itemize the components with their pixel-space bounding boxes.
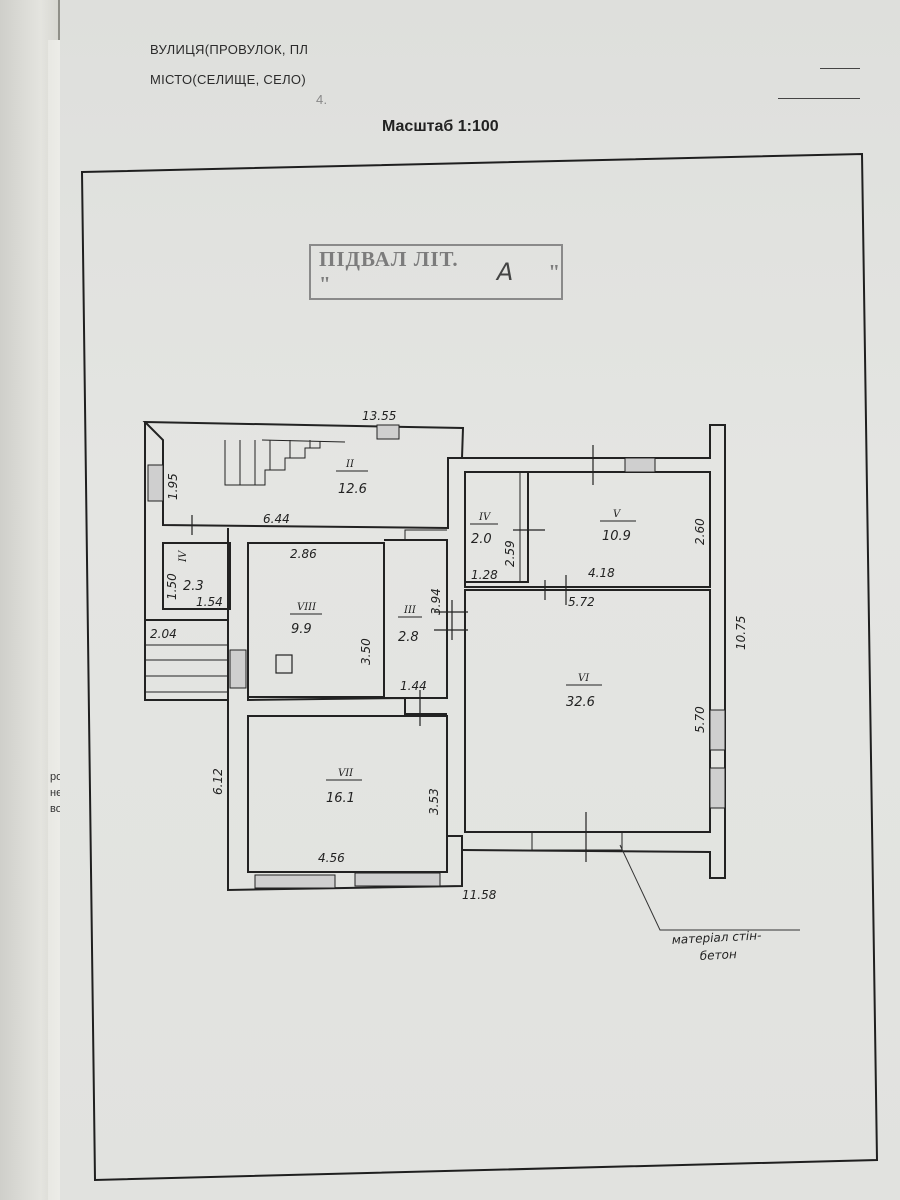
document-sheet (60, 0, 900, 1200)
dim-room6-h: 5.70 (693, 706, 707, 733)
dim-room2-w: 6.44 (263, 512, 290, 526)
dim-room7-w: 4.56 (318, 851, 345, 865)
dim-room7-h: 3.53 (427, 788, 441, 815)
dim-bottom: 11.58 (462, 888, 497, 902)
blank-line-1 (820, 68, 860, 69)
stamp-letter: А (496, 258, 515, 286)
dim-top: 13.55 (362, 409, 396, 423)
stairs (224, 439, 346, 486)
room-v-num: V (613, 509, 622, 520)
stamp-prefix: ПІДВАЛ ЛІТ. " (319, 247, 459, 296)
room-vi-outline (464, 589, 711, 833)
room-vii-num: VII (338, 768, 354, 779)
dim-left: 6.12 (211, 768, 225, 795)
stair-steps (145, 644, 228, 693)
dim-room4-w: 1.54 (196, 595, 223, 609)
room-viii-num: VIII (297, 602, 317, 613)
blank-line-2 (778, 98, 860, 99)
room-v-area: 10.9 (602, 529, 631, 544)
door-marks (191, 445, 594, 862)
dim-room5-h: 2.60 (693, 518, 707, 545)
note-leader (619, 844, 800, 931)
dim-room3-h: 3.94 (429, 588, 443, 615)
walls (142, 420, 726, 892)
outer-bottom-left (227, 528, 463, 892)
room-iv-right-outline (465, 472, 529, 583)
outer-left-wall (144, 422, 228, 701)
dim-stair-w: 2.04 (150, 627, 177, 641)
right-top-rooms (464, 471, 711, 588)
room-iv-area: 2.3 (183, 579, 204, 594)
dim-room4-h: 1.50 (165, 573, 179, 600)
dim-room6-w: 5.72 (568, 595, 595, 609)
street-field-label: ВУЛИЦЯ(ПРОВУЛОК, ПЛ (150, 42, 309, 57)
stamp-suffix: " (548, 259, 561, 284)
house-number: 4. (316, 92, 328, 107)
room-iii-area: 2.8 (398, 630, 419, 645)
dim-roomivr-w: 1.28 (471, 568, 498, 582)
dim-room2-h: 1.95 (166, 473, 180, 500)
room-ii-num: II (345, 459, 355, 470)
room-vii-outline (247, 715, 448, 873)
basement-stamp: ПІДВАЛ ЛІТ. " А " (309, 244, 563, 300)
room-iv-right-area: 2.0 (471, 532, 492, 547)
room-labels: II 12.6 IV 2.3 VIII 9.9 III 2.8 IV 2.0 V… (178, 459, 636, 806)
room-ii-area: 12.6 (338, 482, 367, 497)
dim-room5-w: 4.18 (588, 566, 615, 580)
room-iv-right-num: IV (478, 512, 492, 523)
room-vi-num: VI (578, 673, 590, 684)
dim-room8-h: 3.50 (359, 638, 373, 665)
dim-room3-w: 1.44 (400, 679, 427, 693)
dim-roomivr-h: 2.59 (503, 540, 517, 567)
margin-text-2: не (50, 787, 63, 799)
stove-icon (275, 654, 293, 674)
wall-material-note-1: матеріал стін- (671, 928, 761, 947)
room-iv-outline (162, 542, 231, 610)
room-viii-area: 9.9 (291, 622, 312, 637)
margin-text-3: во (50, 803, 62, 815)
room-iii-top (404, 529, 447, 540)
dim-right: 10.75 (734, 616, 748, 650)
scale-title: Масштаб 1:100 (382, 118, 499, 135)
margin-text-1: ро (50, 771, 63, 783)
city-field-label: МІСТО(СЕЛИЩЕ, СЕЛО) (150, 72, 306, 87)
room-iii-outline (384, 539, 448, 699)
wall-material-note-2: бетон (699, 947, 737, 963)
page-frame (80, 152, 879, 1182)
dim-room8-w: 2.86 (290, 547, 317, 561)
room-iii-bottom (247, 696, 447, 715)
room-viii-outline (247, 542, 385, 698)
windows (147, 424, 726, 889)
right-block-outer (461, 424, 726, 879)
room-ii-outline (142, 420, 465, 530)
dimension-labels: 13.55 1.95 6.44 2.86 1.50 1.54 2.04 3.50… (150, 409, 748, 902)
room-vi-area: 32.6 (566, 695, 595, 710)
room-vii-area: 16.1 (326, 791, 355, 806)
room-iii-num: III (403, 605, 417, 616)
room-iv-num: IV (178, 549, 189, 563)
